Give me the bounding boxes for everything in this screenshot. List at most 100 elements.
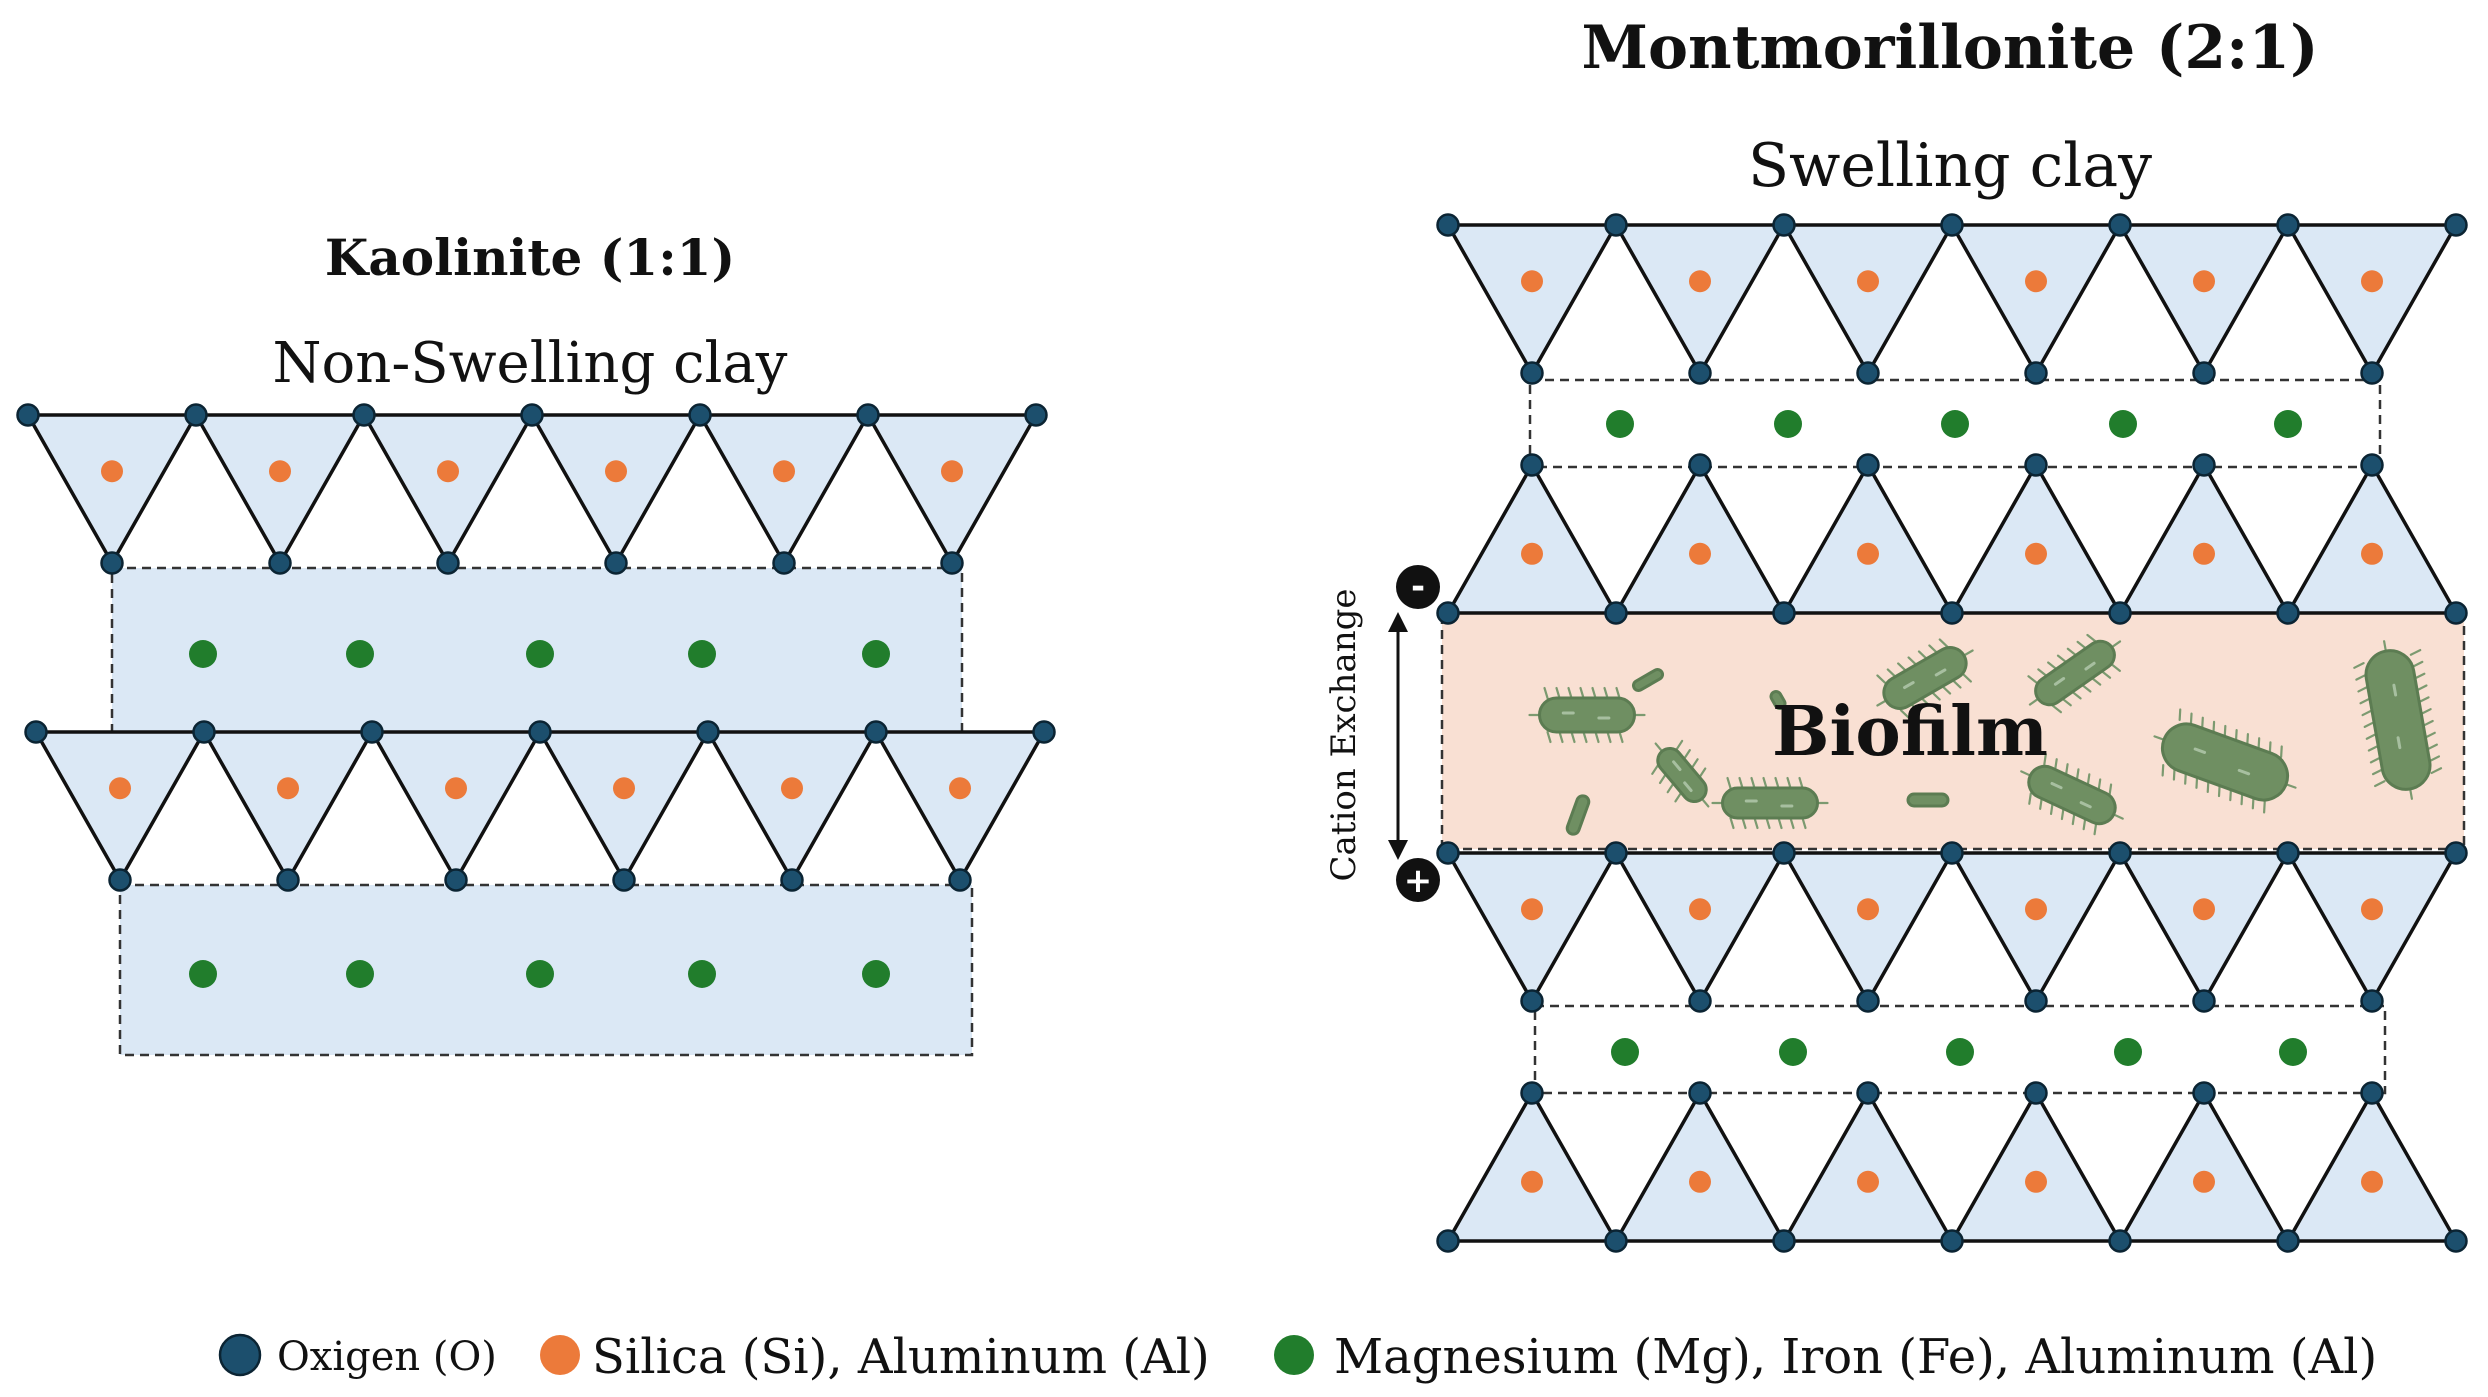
oxygen-atom (780, 868, 804, 892)
oxygen-atom (108, 868, 132, 892)
oxygen-atom (100, 551, 124, 575)
magnesium-atom (1774, 410, 1802, 438)
tetrahedron (1950, 1091, 2122, 1243)
oxygen-atom (1436, 1229, 1460, 1253)
magnesium-atom (189, 960, 217, 988)
tetrahedron (874, 730, 1046, 882)
silica-atom (1521, 898, 1543, 921)
silica-atom (269, 460, 291, 483)
oxygen-atom (864, 720, 888, 744)
oxygen-atom (2024, 1081, 2048, 1105)
tetrahedron (698, 413, 870, 565)
tetrahedron (1782, 851, 1954, 1003)
tetrahedron (202, 730, 374, 882)
tetrahedron (1446, 851, 1618, 1003)
tetrahedron (1614, 1091, 1786, 1243)
silica-atom (1689, 270, 1711, 293)
tetrahedron (1782, 223, 1954, 375)
oxygen-atom (1772, 841, 1796, 865)
svg-text:-: - (1411, 567, 1425, 607)
biofilm-bacteria (1528, 633, 2443, 836)
tetrahedron (538, 730, 710, 882)
bacterium-icon (1906, 792, 1950, 808)
oxygen-atom (2192, 361, 2216, 385)
tetrahedron (2118, 1091, 2290, 1243)
oxygen-atom (2444, 841, 2468, 865)
tetrahedron (362, 413, 534, 565)
tetrahedron (706, 730, 878, 882)
silica-atom (2193, 898, 2215, 921)
oxygen-atom (2192, 1081, 2216, 1105)
silica-atom (445, 777, 467, 800)
magnesium-atom (1606, 410, 1634, 438)
oxygen-atom (856, 403, 880, 427)
silica-atom (2193, 270, 2215, 293)
silica-atom (277, 777, 299, 800)
silica-atom (1521, 270, 1543, 293)
negative-charge-icon: - (1396, 565, 1440, 609)
tetrahedron (1782, 1091, 1954, 1243)
oxygen-atom (2108, 841, 2132, 865)
magnesium-atom (688, 640, 716, 668)
bacterium-icon (1651, 739, 1710, 808)
tetrahedron (1614, 851, 1786, 1003)
silica-atom (949, 777, 971, 800)
tetrahedron (2118, 463, 2290, 615)
oxygen-atom (2276, 1229, 2300, 1253)
oxygen-atom (2024, 361, 2048, 385)
oxygen-atom (360, 720, 384, 744)
oxygen-atom (1688, 989, 1712, 1013)
legend-label-magnesium: Magnesium (Mg), Iron (Fe), Aluminum (Al) (1334, 1329, 2377, 1385)
oxygen-atom (444, 868, 468, 892)
oxygen-atom (1604, 1229, 1628, 1253)
bacterium-icon (1528, 686, 1646, 744)
oxygen-atom (1520, 989, 1544, 1013)
kaolinite-subtitle: Non-Swelling clay (273, 331, 788, 396)
silica-atom (109, 777, 131, 800)
oxygen-atom (1520, 453, 1544, 477)
tetrahedron (1446, 1091, 1618, 1243)
silica-atom (2193, 1170, 2215, 1193)
kaolinite-cations (189, 640, 890, 988)
silica-atom (2361, 270, 2383, 293)
bacterium-icon (1769, 690, 1787, 710)
oxygen-atom (24, 720, 48, 744)
positive-charge-icon: + (1396, 858, 1440, 902)
oxygen-atom (184, 403, 208, 427)
oxygen-atom (1520, 1081, 1544, 1105)
oxygen-atom (1856, 1081, 1880, 1105)
magnesium-atom (526, 960, 554, 988)
tetrahedron (2286, 851, 2458, 1003)
kaolinite-tetrahedral-sheet (16, 403, 1048, 575)
silica-atom (1857, 542, 1879, 565)
kaolinite-tetrahedral-sheet (24, 720, 1056, 892)
magnesium-atom (346, 960, 374, 988)
oxygen-atom (2108, 213, 2132, 237)
tetrahedron (1614, 223, 1786, 375)
bacterium-icon (1876, 638, 1974, 719)
oxygen-atom (1856, 989, 1880, 1013)
silica-atom (1521, 1170, 1543, 1193)
magnesium-atom (346, 640, 374, 668)
silica-atom (613, 777, 635, 800)
oxygen-atom (2276, 601, 2300, 625)
oxygen-atom (1032, 720, 1056, 744)
oxygen-atom (528, 720, 552, 744)
montmorillonite-title: Montmorillonite (2:1) (1582, 13, 2319, 83)
tetrahedron (530, 413, 702, 565)
silica-atom (605, 460, 627, 483)
kaolinite-structure (16, 403, 1056, 1057)
oxygen-atom (2192, 453, 2216, 477)
oxygen-atom (2276, 841, 2300, 865)
tetrahedron (2286, 463, 2458, 615)
tetrahedron (194, 413, 366, 565)
silica-atom (1521, 542, 1543, 565)
oxygen-atom (2444, 1229, 2468, 1253)
silica-atom (1689, 542, 1711, 565)
oxygen-atom (604, 551, 628, 575)
tetrahedron (2118, 223, 2290, 375)
oxygen-atom (192, 720, 216, 744)
oxygen-atom (520, 403, 544, 427)
oxygen-atom (1436, 841, 1460, 865)
